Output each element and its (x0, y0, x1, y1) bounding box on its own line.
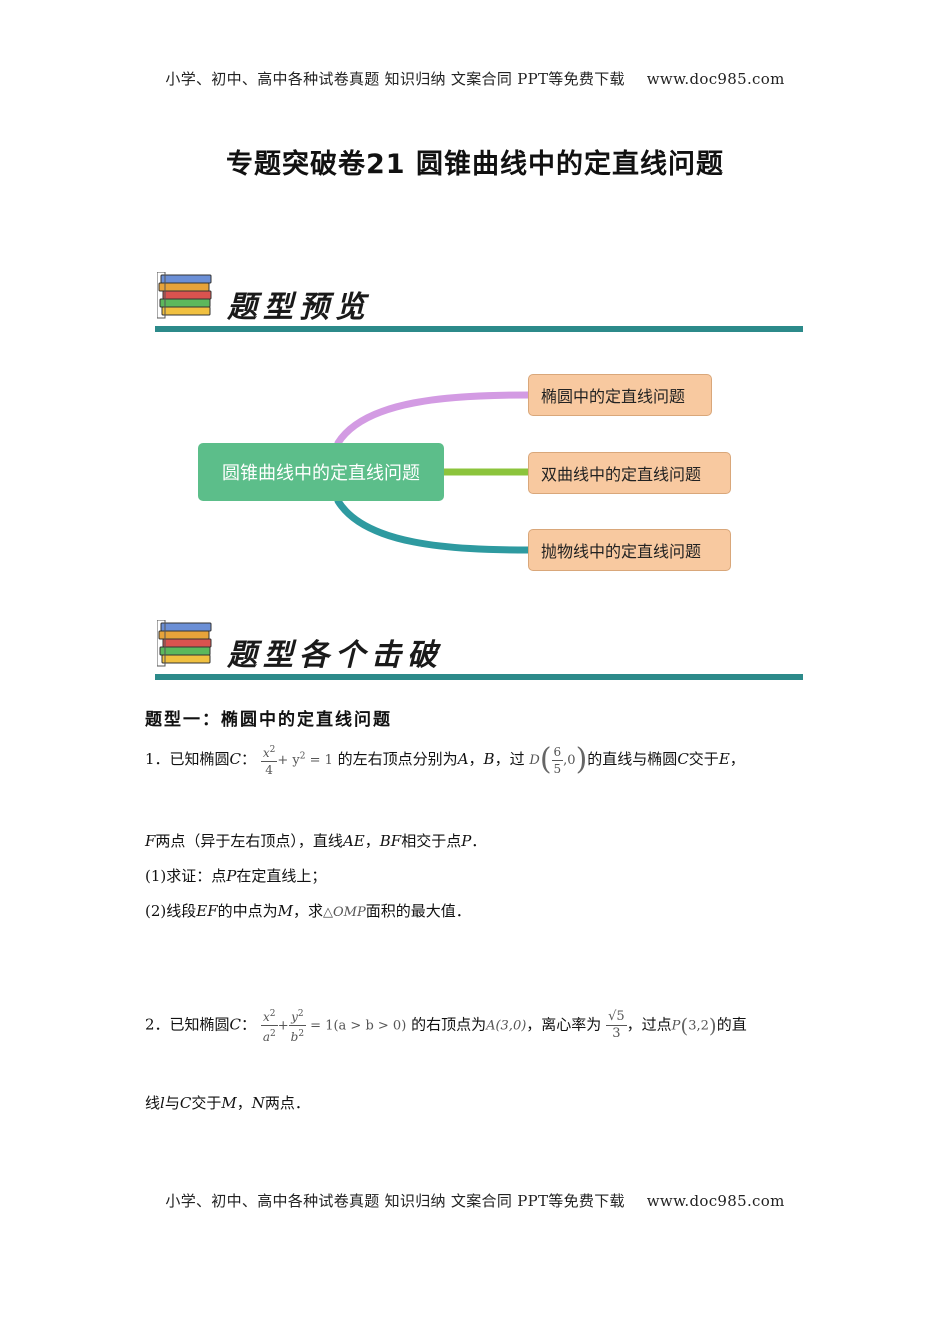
books-icon (157, 272, 212, 319)
banner-type-preview: 题型预览 (155, 272, 803, 332)
banner-title: 题型预览 (227, 290, 371, 325)
books-icon (157, 620, 212, 667)
mind-map-leaf-ellipse: 椭圆中的定直线问题 (528, 374, 712, 416)
banner-title: 题型各个击破 (227, 638, 443, 673)
banner-bar (155, 674, 803, 680)
mind-map-root: 圆锥曲线中的定直线问题 (198, 443, 444, 501)
banner-bar (155, 326, 803, 332)
page-footer: 小学、初中、高中各种试卷真题 知识归纳 文案合同 PPT等免费下载 www.doc… (0, 1190, 950, 1211)
mind-map: 圆锥曲线中的定直线问题 椭圆中的定直线问题 双曲线中的定直线问题 抛物线中的定直… (190, 365, 750, 580)
document-title: 专题突破卷21 圆锥曲线中的定直线问题 (226, 149, 724, 180)
problem-1-question-1: (1)求证：点P在定直线上； (145, 867, 327, 885)
problem-1-question-2: (2)线段EF的中点为M，求△OMP面积的最大值． (145, 902, 471, 920)
banner-type-breakthrough: 题型各个击破 (155, 620, 803, 680)
header-site[interactable]: www.doc985.com (646, 70, 785, 88)
section-heading-1: 题型一：椭圆中的定直线问题 (145, 710, 392, 730)
branch-ellipse (334, 391, 534, 447)
problem-2-line-2: 线l与C交于M，N两点． (145, 1094, 310, 1112)
mind-map-leaf-hyperbola: 双曲线中的定直线问题 (528, 452, 731, 494)
problem-1-line-2: F两点（异于左右顶点），直线AE，BF相交于点P． (145, 832, 487, 850)
mind-map-leaf-parabola: 抛物线中的定直线问题 (528, 529, 731, 571)
footer-text: 小学、初中、高中各种试卷真题 知识归纳 文案合同 PPT等免费下载 (165, 1192, 625, 1210)
branch-parabola (334, 497, 534, 554)
footer-site[interactable]: www.doc985.com (646, 1192, 785, 1210)
header-text: 小学、初中、高中各种试卷真题 知识归纳 文案合同 PPT等免费下载 (165, 70, 625, 88)
mind-map-branches (334, 391, 534, 554)
page-header: 小学、初中、高中各种试卷真题 知识归纳 文案合同 PPT等免费下载 www.doc… (0, 68, 950, 89)
